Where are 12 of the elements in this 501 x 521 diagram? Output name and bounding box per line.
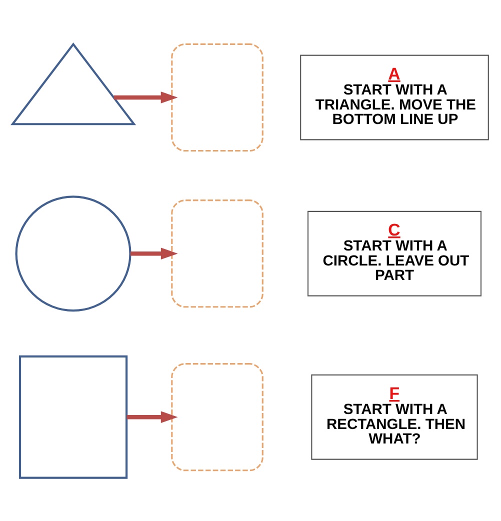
node-box: F START WITH A RECTANGLE. THEN WHAT? bbox=[311, 374, 478, 460]
arrow bbox=[130, 247, 178, 260]
node-box: C START WITH A CIRCLE. LEAVE OUT PART bbox=[307, 210, 482, 296]
node-triangle bbox=[10, 42, 136, 125]
node-sketch bbox=[171, 199, 264, 308]
node-sketch bbox=[171, 42, 264, 152]
node-box bbox=[18, 354, 128, 478]
arrow bbox=[126, 410, 178, 423]
node-circle bbox=[15, 195, 132, 312]
arrow bbox=[114, 91, 178, 103]
node-sketch bbox=[171, 362, 264, 471]
node-box: A START WITH A TRIANGLE. MOVE THE BOTTOM LINE UP bbox=[300, 54, 489, 140]
